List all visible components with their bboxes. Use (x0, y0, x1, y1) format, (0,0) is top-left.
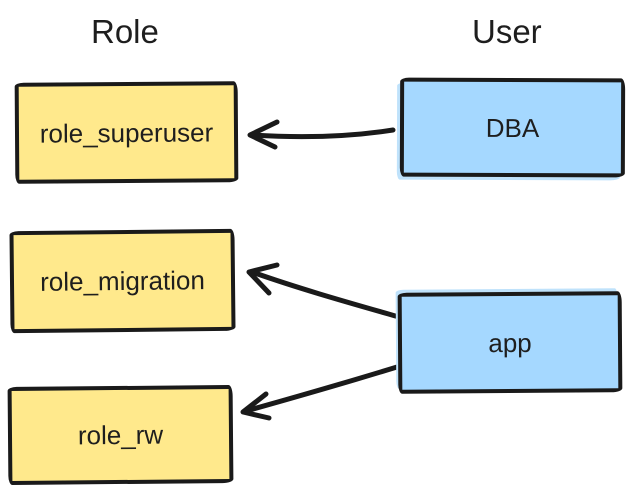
node-user-app-label: app (488, 327, 532, 358)
arrow-dba-to-role-superuser (247, 119, 396, 150)
node-user-dba-label: DBA (485, 112, 540, 143)
node-user-dba: DBA (399, 77, 626, 178)
node-role-rw-label: role_rw (77, 419, 164, 451)
node-user-app: app (397, 291, 623, 394)
node-role-superuser-label: role_superuser (39, 116, 214, 149)
node-role-rw: role_rw (7, 385, 234, 485)
arrow-app-to-role-rw (240, 364, 400, 421)
node-role-migration: role_migration (9, 228, 236, 334)
node-role-superuser: role_superuser (14, 81, 239, 184)
node-role-migration-label: role_migration (39, 265, 206, 297)
column-header-role: Role (91, 13, 159, 50)
arrow-app-to-role-migration (246, 262, 402, 320)
column-header-user: User (472, 13, 542, 50)
